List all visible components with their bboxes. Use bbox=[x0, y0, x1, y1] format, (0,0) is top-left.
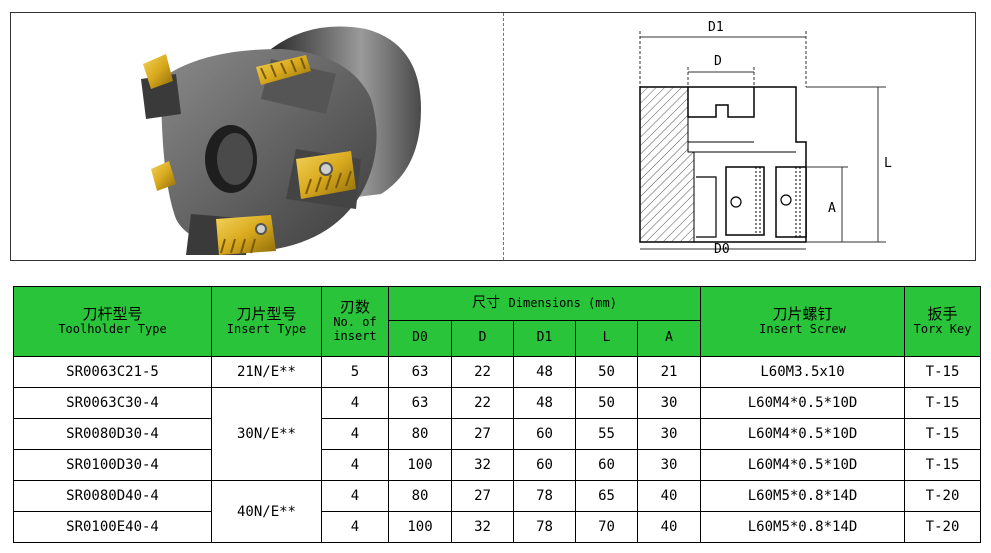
cell-a: 21 bbox=[636, 356, 702, 388]
cell-screw: L60M4*0.5*10D bbox=[700, 449, 906, 481]
cell-no: 4 bbox=[321, 387, 389, 419]
cell-d0: 63 bbox=[388, 356, 452, 388]
cell-type: SR0080D30-4 bbox=[13, 418, 212, 450]
milling-cutter-photo bbox=[141, 26, 421, 255]
cell-d: 32 bbox=[451, 449, 514, 481]
header-no-of-insert: 刃数 No. of insert bbox=[321, 286, 389, 357]
cell-key: T-15 bbox=[904, 449, 982, 481]
cell-insert-group: 40N/E** bbox=[211, 480, 322, 543]
cell-d0: 80 bbox=[388, 480, 452, 512]
cell-no: 4 bbox=[321, 449, 389, 481]
panel-divider bbox=[503, 13, 504, 260]
header-toolholder: 刀杆型号 Toolholder Type bbox=[13, 286, 212, 357]
header-a: A bbox=[636, 320, 702, 357]
cell-screw: L60M4*0.5*10D bbox=[700, 418, 906, 450]
cell-insert-group: 21N/E** bbox=[211, 356, 322, 388]
cell-a: 40 bbox=[636, 480, 702, 512]
table-row: SR0063C21-5 21N/E** 5 63 22 48 50 21 L60… bbox=[13, 356, 982, 388]
product-image-panel: D1 D L A D0 bbox=[10, 12, 976, 261]
label-d0: D0 bbox=[714, 242, 730, 257]
cell-no: 4 bbox=[321, 480, 389, 512]
insert-right bbox=[296, 151, 356, 199]
cell-no: 5 bbox=[321, 356, 389, 388]
insert-top bbox=[256, 55, 311, 85]
header-insert: 刀片型号 Insert Type bbox=[211, 286, 322, 357]
table-row: SR0100D30-4 4 100 32 60 60 30 L60M4*0.5*… bbox=[13, 449, 982, 481]
cell-d: 27 bbox=[451, 418, 514, 450]
cell-d1: 48 bbox=[513, 356, 576, 388]
cell-d1: 60 bbox=[513, 418, 576, 450]
cell-d: 32 bbox=[451, 511, 514, 543]
insert-bottom bbox=[216, 215, 276, 255]
cell-no: 4 bbox=[321, 511, 389, 543]
header-insert-screw: 刀片螺钉 Insert Screw bbox=[700, 286, 906, 357]
cell-screw: L60M3.5x10 bbox=[700, 356, 906, 388]
cell-key: T-15 bbox=[904, 418, 982, 450]
cell-l: 50 bbox=[575, 387, 638, 419]
cell-a: 30 bbox=[636, 418, 702, 450]
cell-d1: 48 bbox=[513, 387, 576, 419]
header-d0: D0 bbox=[388, 320, 452, 357]
cell-d0: 63 bbox=[388, 387, 452, 419]
table-row: SR0063C30-4 30N/E** 4 63 22 48 50 30 L60… bbox=[13, 387, 982, 481]
cell-d: 22 bbox=[451, 356, 514, 388]
header-torx-key: 扳手 Torx Key bbox=[904, 286, 982, 357]
cell-type: SR0100E40-4 bbox=[13, 511, 212, 543]
cell-key: T-15 bbox=[904, 356, 982, 388]
cell-d: 27 bbox=[451, 480, 514, 512]
table-row: SR0100E40-4 4 100 32 78 70 40 L60M5*0.8*… bbox=[13, 511, 982, 543]
cell-key: T-20 bbox=[904, 480, 982, 512]
spec-table: 刀杆型号 Toolholder Type 刀片型号 Insert Type 刃数… bbox=[13, 286, 982, 543]
insert-left bbox=[143, 54, 176, 191]
cell-d1: 60 bbox=[513, 449, 576, 481]
cell-l: 65 bbox=[575, 480, 638, 512]
cell-screw: L60M4*0.5*10D bbox=[700, 387, 906, 419]
cell-a: 30 bbox=[636, 449, 702, 481]
label-a: A bbox=[828, 201, 836, 216]
label-d1: D1 bbox=[708, 20, 724, 35]
cell-l: 70 bbox=[575, 511, 638, 543]
label-d: D bbox=[714, 54, 722, 69]
cell-type: SR0063C21-5 bbox=[13, 356, 212, 388]
cell-d0: 100 bbox=[388, 449, 452, 481]
label-l: L bbox=[884, 156, 892, 171]
cell-d0: 100 bbox=[388, 511, 452, 543]
table-row: SR0080D40-4 40N/E** 4 80 27 78 65 40 L60… bbox=[13, 480, 982, 543]
technical-drawing: D1 D L A D0 bbox=[639, 20, 892, 257]
cell-d: 22 bbox=[451, 387, 514, 419]
cell-insert-group: 30N/E** bbox=[211, 387, 322, 481]
cell-type: SR0063C30-4 bbox=[13, 387, 212, 419]
cell-screw: L60M5*0.8*14D bbox=[700, 480, 906, 512]
cell-l: 55 bbox=[575, 418, 638, 450]
header-d: D bbox=[451, 320, 514, 357]
cell-a: 30 bbox=[636, 387, 702, 419]
cell-l: 60 bbox=[575, 449, 638, 481]
cell-no: 4 bbox=[321, 418, 389, 450]
cell-key: T-15 bbox=[904, 387, 982, 419]
header-d1: D1 bbox=[513, 320, 576, 357]
cell-key: T-20 bbox=[904, 511, 982, 543]
header-dimensions: 尺寸 Dimensions (mm) bbox=[387, 286, 702, 321]
cell-l: 50 bbox=[575, 356, 638, 388]
cell-type: SR0100D30-4 bbox=[13, 449, 212, 481]
cell-screw: L60M5*0.8*14D bbox=[700, 511, 906, 543]
cell-a: 40 bbox=[636, 511, 702, 543]
cell-type: SR0080D40-4 bbox=[13, 480, 212, 512]
table-row: SR0080D30-4 4 80 27 60 55 30 L60M4*0.5*1… bbox=[13, 418, 982, 450]
cell-d1: 78 bbox=[513, 480, 576, 512]
cell-d1: 78 bbox=[513, 511, 576, 543]
header-l: L bbox=[575, 320, 638, 357]
cell-d0: 80 bbox=[388, 418, 452, 450]
